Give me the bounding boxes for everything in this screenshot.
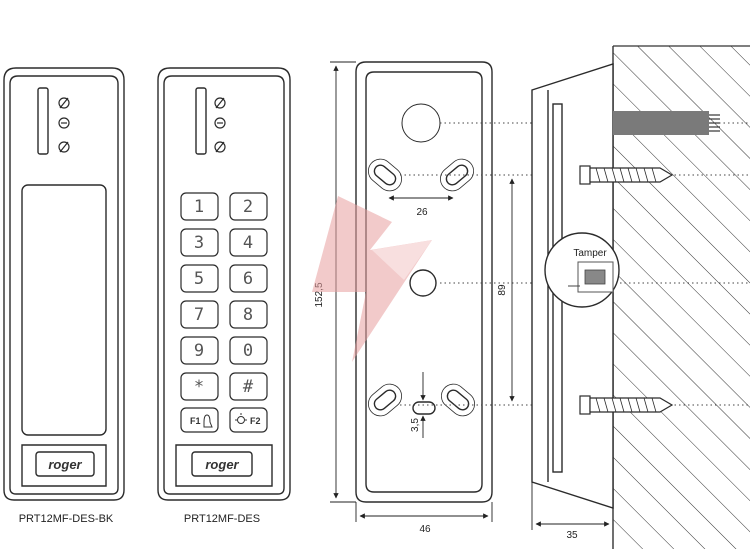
svg-text:F1: F1: [190, 416, 201, 426]
key-5[interactable]: 5: [180, 264, 219, 293]
status-led-icons: [58, 97, 70, 153]
dim-width: [355, 502, 493, 522]
cable-hole: [401, 103, 441, 143]
status-led-icons: [214, 97, 226, 153]
svg-text:3: 3: [194, 233, 204, 253]
bell-icon: [203, 414, 213, 428]
dim-depth: [531, 482, 610, 530]
key-f1[interactable]: F1: [180, 407, 219, 433]
reader-bk-caption: PRT12MF-DES-BK: [19, 513, 114, 525]
key-8[interactable]: 8: [229, 300, 268, 329]
mounting-slot: [368, 383, 402, 417]
svg-text:6: 6: [243, 269, 253, 289]
screw: [579, 395, 674, 415]
reader-bk: [3, 67, 125, 501]
dim-hole-spacing-label: 26: [416, 207, 428, 218]
dim-width-label: 46: [419, 524, 431, 535]
key-9[interactable]: 9: [180, 336, 219, 365]
key-0[interactable]: 0: [229, 336, 268, 365]
svg-text:9: 9: [194, 341, 204, 361]
key-6[interactable]: 6: [229, 264, 268, 293]
svg-text:7: 7: [194, 305, 204, 325]
svg-text:#: #: [243, 377, 254, 397]
brand-logo-bk: roger: [48, 457, 82, 472]
dim-slot-label: 3,5: [410, 418, 421, 432]
mounting-slot: [368, 158, 402, 192]
key-1[interactable]: 1: [180, 192, 219, 221]
mounting-slot: [440, 158, 474, 192]
center-hole: [409, 269, 437, 297]
key-star[interactable]: *: [180, 372, 219, 401]
key-4[interactable]: 4: [229, 228, 268, 257]
light-icon: [235, 413, 247, 424]
key-hash[interactable]: #: [229, 372, 268, 401]
cable: [613, 111, 720, 135]
key-3[interactable]: 3: [180, 228, 219, 257]
svg-text:2: 2: [243, 197, 253, 217]
key-7[interactable]: 7: [180, 300, 219, 329]
mounting-slot: [412, 401, 436, 415]
key-f2[interactable]: F2: [229, 407, 268, 433]
svg-text:4: 4: [243, 233, 253, 253]
dim-vertical-spacing-label: 89: [497, 284, 508, 296]
svg-text:0: 0: [243, 341, 253, 361]
key-2[interactable]: 2: [229, 192, 268, 221]
svg-text:1: 1: [194, 197, 204, 217]
screw: [579, 165, 674, 185]
reader-keypad: [157, 67, 291, 501]
tamper-label: Tamper: [573, 248, 607, 259]
reader-keypad-caption: PRT12MF-DES: [184, 513, 260, 525]
svg-text:F2: F2: [250, 416, 261, 426]
dim-height-label: 152,5: [314, 282, 325, 307]
keypad: 1 2 3 4 5 6 7 8 9 0 * # F1: [180, 192, 268, 433]
svg-text:*: *: [194, 377, 204, 397]
mounting-slot: [441, 383, 475, 417]
svg-text:8: 8: [243, 305, 253, 325]
svg-text:5: 5: [194, 269, 204, 289]
watermark-logo: [312, 196, 432, 362]
tamper-detail: [544, 232, 620, 308]
brand-logo-keypad: roger: [205, 457, 239, 472]
dim-depth-label: 35: [566, 530, 578, 541]
